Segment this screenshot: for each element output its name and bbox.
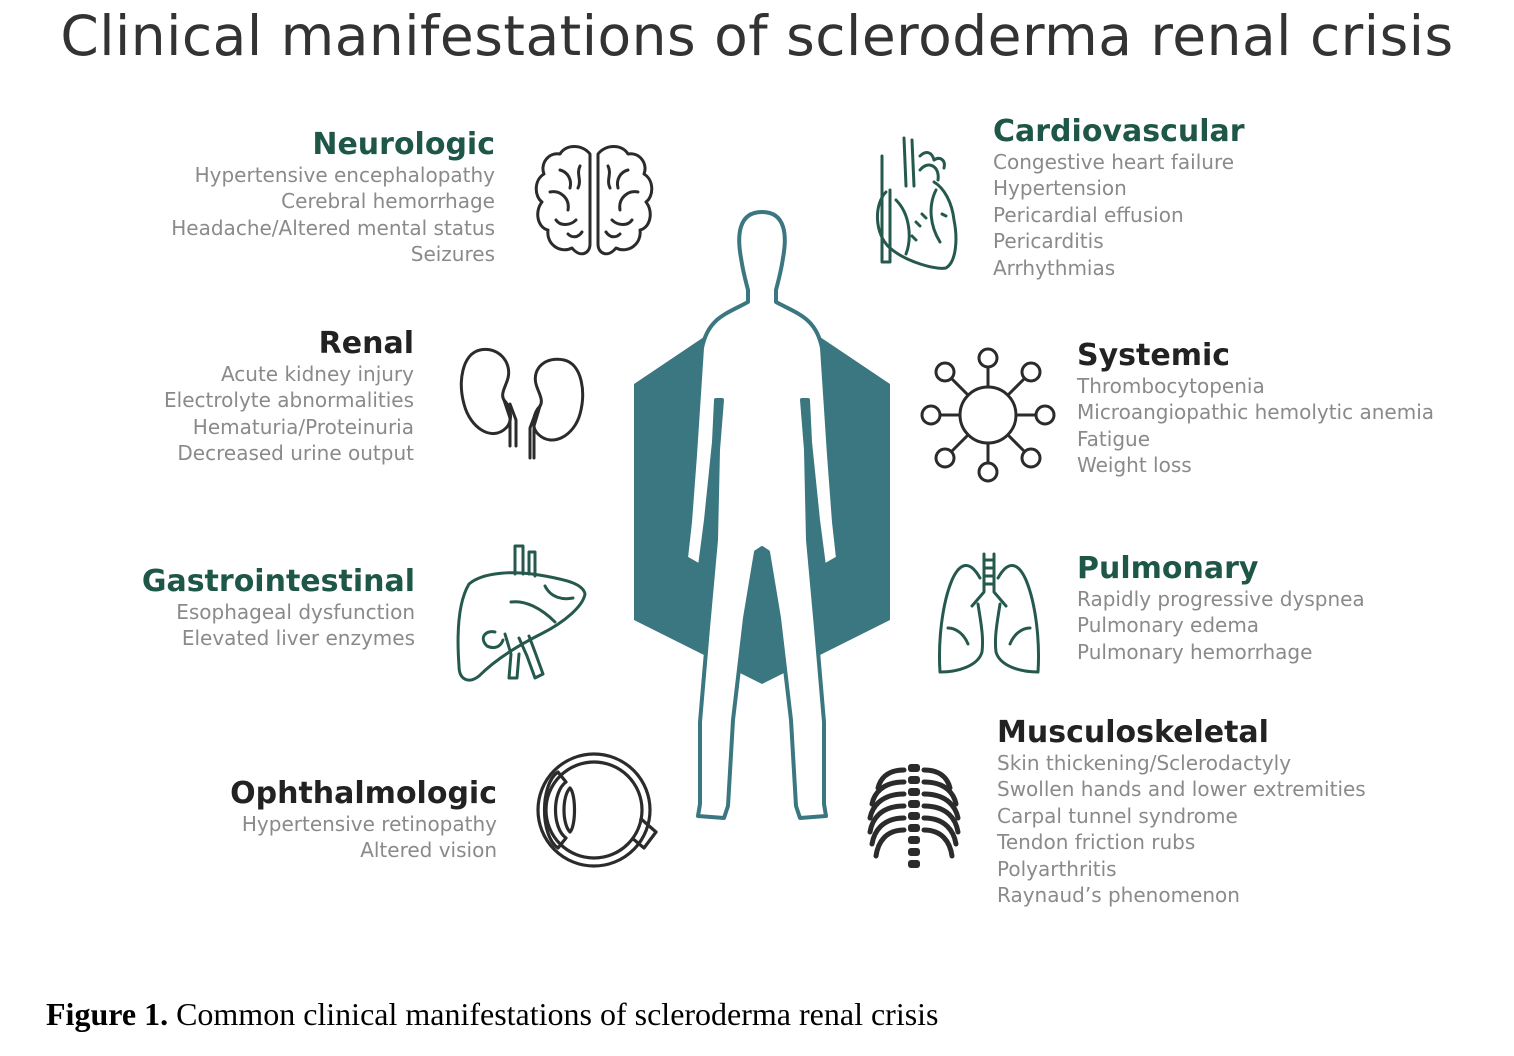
list-item: Pulmonary hemorrhage — [1077, 639, 1313, 664]
musculoskeletal-heading: Musculoskeletal — [997, 715, 1269, 750]
lungs-icon — [938, 552, 1040, 674]
cardiovascular-heading: Cardiovascular — [993, 114, 1245, 149]
figure-caption: Figure 1. Common clinical manifestations… — [46, 996, 939, 1033]
list-item: Fatigue — [1077, 426, 1150, 451]
gastrointestinal-heading: Gastrointestinal — [141, 564, 415, 599]
neurologic-heading: Neurologic — [312, 127, 495, 162]
list-item: Esophageal dysfunction — [176, 600, 415, 624]
systemic-heading: Systemic — [1077, 338, 1231, 373]
list-item: Pericarditis — [993, 229, 1104, 254]
list-item: Decreased urine output — [177, 441, 414, 466]
list-item: Headache/Altered mental status — [171, 215, 495, 240]
list-item: Seizures — [410, 242, 495, 267]
kidneys-icon — [459, 347, 585, 460]
list-item: Thrombocytopenia — [1077, 374, 1265, 398]
list-item: Microangiopathic hemolytic anemia — [1077, 400, 1435, 425]
list-item: Pulmonary edema — [1077, 613, 1260, 638]
list-item: Pericardial effusion — [993, 202, 1184, 227]
list-item: Tendon friction rubs — [997, 830, 1196, 855]
liver-icon — [456, 544, 587, 682]
body-silhouette — [684, 210, 840, 820]
figure-caption-label: Figure 1. — [46, 996, 169, 1032]
diagram-title: Clinical manifestations of scleroderma r… — [60, 4, 1454, 68]
list-item: Electrolyte abnormalities — [164, 388, 414, 413]
list-item: Congestive heart failure — [993, 150, 1235, 174]
list-item: Rapidly progressive dyspnea — [1077, 587, 1365, 611]
list-item: Hypertension — [993, 176, 1127, 201]
human-body-figure — [634, 210, 890, 820]
cell-icon — [920, 347, 1056, 483]
list-item: Arrhythmias — [993, 255, 1116, 280]
list-item: Swollen hands and lower extremities — [997, 777, 1366, 802]
list-item: Acute kidney injury — [220, 362, 414, 386]
list-item: Cerebral hemorrhage — [281, 189, 495, 214]
figure-caption-text: Common clinical manifestations of sclero… — [168, 996, 939, 1032]
list-item: Raynaud’s phenomenon — [997, 883, 1240, 908]
ribcage-icon — [867, 764, 961, 868]
pulmonary-heading: Pulmonary — [1077, 551, 1259, 586]
list-item: Hypertensive retinopathy — [241, 812, 497, 836]
brain-icon — [534, 145, 654, 256]
list-item: Hematuria/Proteinuria — [192, 414, 414, 439]
eye-icon — [536, 752, 658, 868]
list-item: Skin thickening/Sclerodactyly — [997, 751, 1292, 775]
list-item: Weight loss — [1077, 453, 1192, 478]
list-item: Hypertensive encephalopathy — [194, 163, 495, 187]
list-item: Elevated liver enzymes — [181, 626, 415, 651]
heart-icon — [875, 136, 958, 270]
list-item: Polyarthritis — [997, 856, 1117, 881]
renal-heading: Renal — [318, 326, 414, 361]
musculoskeletal-block: Musculoskeletal Skin thickening/Scleroda… — [997, 716, 1366, 908]
list-item: Altered vision — [360, 838, 497, 863]
ophthalmologic-heading: Ophthalmologic — [230, 776, 497, 811]
list-item: Carpal tunnel syndrome — [997, 803, 1238, 828]
